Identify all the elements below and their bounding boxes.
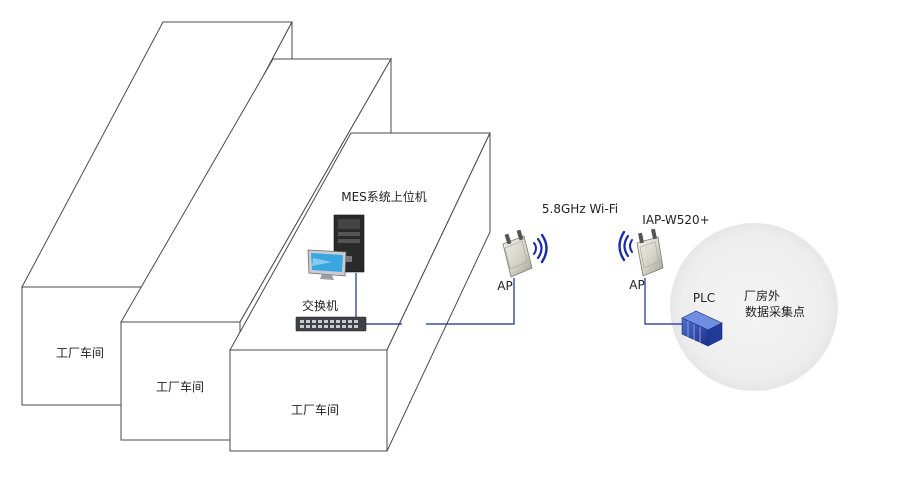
network-switch: 交换机 — [295, 298, 367, 332]
access-point-icon — [636, 228, 664, 277]
device-model-label: IAP-W520+ — [642, 213, 709, 227]
monitor-icon — [307, 249, 347, 280]
ap-left-label: AP — [497, 279, 512, 293]
ap-right-label: AP — [629, 278, 644, 292]
plc-device: PLC — [681, 291, 723, 347]
plc-icon — [681, 310, 723, 347]
site-label-line2: 数据采集点 — [745, 304, 805, 319]
wifi-link-label: 5.8GHz Wi-Fi — [542, 202, 618, 216]
access-point-icon — [502, 229, 533, 278]
wifi-signal-icon — [533, 233, 548, 264]
mes-host-computer: MES系统上位机 — [307, 189, 427, 280]
ap-to-plc-cable — [644, 278, 684, 325]
switch-icon — [295, 316, 367, 332]
wall-to-ap-cable — [426, 278, 515, 325]
site-label-line1: 厂房外 — [744, 288, 780, 303]
remote-site-area — [670, 223, 838, 391]
wifi-signal-icon — [618, 230, 633, 262]
workshop-label-1: 工厂车间 — [56, 345, 104, 360]
workshop-label-2: 工厂车间 — [156, 379, 204, 394]
workshop-label-3: 工厂车间 — [291, 402, 339, 417]
mes-label: MES系统上位机 — [341, 189, 427, 204]
access-point-right: IAP-W520+ AP — [618, 213, 710, 292]
plc-label: PLC — [693, 291, 715, 305]
access-point-left: AP — [497, 229, 548, 293]
switch-label: 交换机 — [302, 298, 338, 313]
